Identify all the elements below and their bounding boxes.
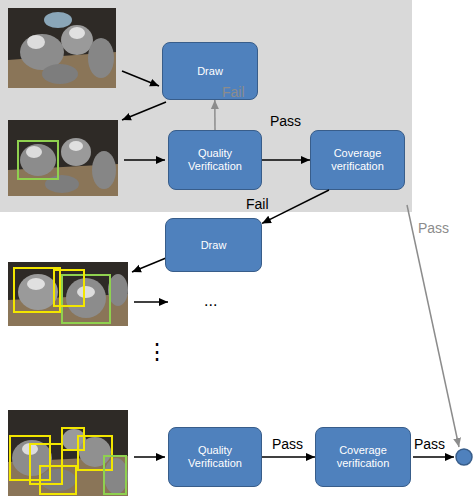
raccoon-face — [77, 286, 95, 298]
process-box: Coverage verification — [310, 130, 405, 190]
photo-background — [8, 410, 128, 496]
edge-label: Pass — [418, 220, 449, 236]
raccoon-photo — [8, 120, 118, 196]
flow-arrow — [134, 301, 168, 303]
detection-box — [104, 456, 126, 494]
detection-box — [54, 270, 84, 306]
detection-box — [62, 428, 84, 450]
detection-box — [62, 275, 110, 323]
raccoon-face — [27, 278, 45, 290]
raccoon-photo — [8, 8, 116, 88]
box-text: Draw — [201, 239, 227, 252]
flow-arrow — [122, 102, 166, 120]
flow-arrow — [134, 456, 165, 458]
flow-arrow — [407, 205, 459, 447]
raccoon-body — [18, 274, 58, 310]
flow-arrow — [122, 71, 159, 86]
raccoon-body — [20, 144, 56, 176]
ellipsis-mark: ... — [204, 292, 217, 310]
process-box: Quality Verification — [168, 130, 262, 190]
flow-connector — [262, 159, 310, 161]
raccoon-body — [12, 440, 52, 476]
raccoon-face — [26, 146, 42, 158]
raccoon-face — [27, 35, 45, 49]
detection-box — [30, 444, 62, 484]
process-box: Coverage verification — [315, 427, 411, 487]
raccoon-body — [42, 64, 78, 84]
photo-background — [8, 120, 118, 196]
raccoon-face — [69, 27, 85, 39]
flow-arrow — [413, 456, 454, 458]
flow-connector — [262, 190, 329, 223]
flow-connector — [214, 100, 216, 130]
box-text: Coverage verification — [317, 147, 398, 173]
raccoon-photo — [8, 410, 128, 496]
edge-label: Fail — [222, 84, 245, 100]
process-box: Quality Verification — [168, 427, 262, 487]
flow-arrow — [124, 159, 165, 161]
box-text: Quality Verification — [175, 444, 255, 470]
box-text: Draw — [197, 65, 223, 78]
edge-label: Pass — [414, 436, 445, 452]
raccoon-body — [61, 138, 91, 166]
end-circle — [456, 449, 472, 465]
raccoon-face — [69, 141, 83, 151]
raccoon-body — [66, 278, 106, 318]
raccoon-body — [92, 151, 116, 189]
raccoon-body — [88, 38, 114, 78]
raccoon-body — [61, 25, 93, 55]
ellipsis-mark: ⋮ — [146, 340, 168, 364]
process-box: Draw — [165, 218, 262, 272]
raccoon-body — [104, 458, 128, 494]
edge-label: Pass — [272, 436, 303, 452]
photo-background — [8, 8, 116, 88]
detection-box — [40, 466, 76, 494]
photo-bowl — [44, 12, 72, 28]
raccoon-body — [45, 175, 79, 193]
flow-arrow — [132, 258, 166, 272]
photo-background — [8, 262, 128, 326]
raccoon-photo — [8, 262, 128, 326]
edge-label: Pass — [270, 113, 301, 129]
iteration-band — [0, 0, 412, 212]
flow-connector — [262, 456, 315, 458]
detection-box — [18, 141, 58, 179]
detection-box — [78, 436, 112, 470]
box-text: Coverage verification — [322, 444, 404, 470]
edge-label: Fail — [246, 196, 269, 212]
box-text: Quality Verification — [175, 147, 255, 173]
